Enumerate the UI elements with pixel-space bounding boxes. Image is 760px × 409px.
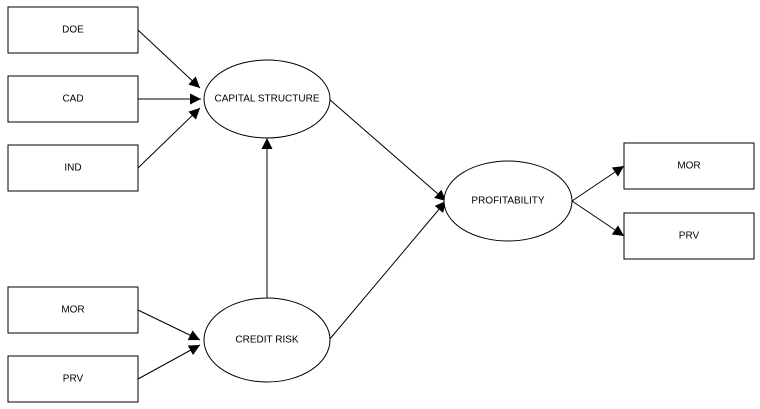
- node-prv-output-label: PRV: [679, 231, 700, 242]
- node-mor-input-box: [7, 286, 139, 334]
- node-ind: IND: [7, 144, 139, 192]
- node-capital-structure-ellipse: [203, 59, 331, 139]
- edges-layer: [137, 29, 625, 380]
- edge-profitability-to-mor: [571, 165, 625, 202]
- node-mor-output-label: MOR: [677, 161, 700, 172]
- edge-capital-structure-to-profitability: [328, 98, 447, 202]
- edge-profitability-to-prv: [571, 200, 625, 237]
- node-mor-input: MOR: [7, 286, 139, 334]
- node-capital-structure: CAPITAL STRUCTURE: [203, 59, 331, 139]
- node-credit-risk-label: CREDIT RISK: [235, 335, 298, 346]
- node-mor-output-box: [623, 142, 755, 190]
- node-ind-label: IND: [64, 163, 81, 174]
- node-ind-box: [7, 144, 139, 192]
- node-prv-input-box: [7, 355, 139, 403]
- node-profitability-label: PROFITABILITY: [471, 196, 544, 207]
- node-cad: CAD: [7, 75, 139, 123]
- edge-prv-to-credit-risk: [137, 344, 201, 380]
- node-credit-risk: CREDIT RISK: [203, 297, 331, 383]
- node-prv-input: PRV: [7, 355, 139, 403]
- node-cad-box: [7, 75, 139, 123]
- node-doe: DOE: [7, 6, 139, 54]
- node-doe-box: [7, 6, 139, 54]
- edge-mor-to-credit-risk: [137, 309, 201, 341]
- node-prv-input-label: PRV: [63, 374, 84, 385]
- node-prv-output-box: [623, 212, 755, 260]
- node-profitability: PROFITABILITY: [443, 160, 573, 242]
- node-doe-label: DOE: [62, 25, 84, 36]
- edge-ind-to-capital-structure: [137, 107, 201, 169]
- edge-credit-risk-to-profitability: [328, 200, 447, 341]
- node-prv-output: PRV: [623, 212, 755, 260]
- node-cad-label: CAD: [62, 94, 83, 105]
- node-capital-structure-label: CAPITAL STRUCTURE: [214, 94, 319, 105]
- node-mor-input-label: MOR: [61, 305, 84, 316]
- node-credit-risk-ellipse: [203, 297, 331, 383]
- edge-doe-to-capital-structure: [137, 29, 201, 89]
- node-profitability-ellipse: [443, 160, 573, 242]
- node-mor-output: MOR: [623, 142, 755, 190]
